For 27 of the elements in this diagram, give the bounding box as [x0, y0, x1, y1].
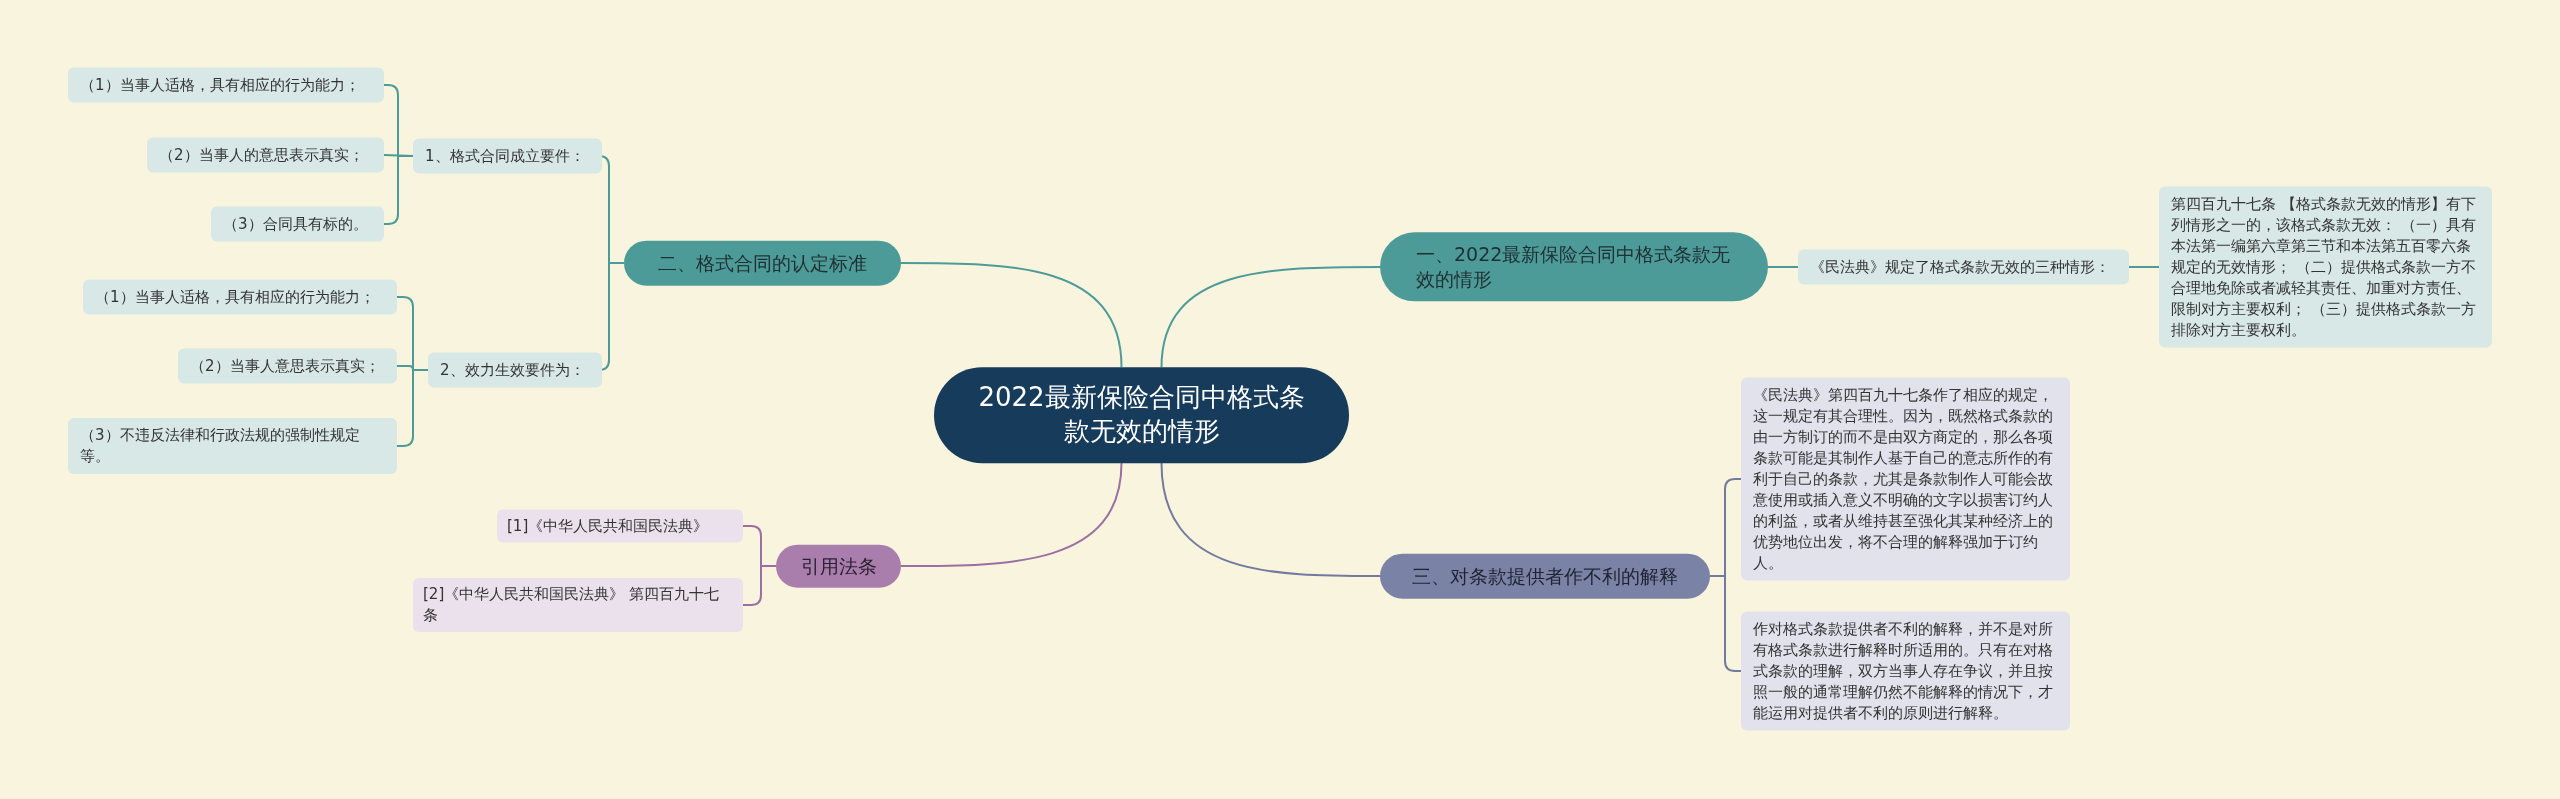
root-topic: 2022最新保险合同中格式条款无效的情形 — [934, 367, 1349, 463]
subtopic-box: （1）当事人适格，具有相应的行为能力； — [68, 67, 384, 103]
subtopic-box: （2）当事人意思表示真实； — [178, 348, 397, 384]
subtopic-box: （2）当事人的意思表示真实； — [147, 137, 384, 173]
connector-line — [1160, 461, 1381, 577]
branch-topic: 一、2022最新保险合同中格式条款无效的情形 — [1380, 232, 1768, 302]
subtopic-box: 第四百九十七条 【格式条款无效的情形】有下列情形之一的，该格式条款无效： （一）具有本法第一编第六章第三节和本法第五百零六条规定的无效情形； （二）提供格式条款一方不合理地免除或者减轻其责任、加重对方责任、限制对方主要权利； （三）提供格式条款一方排除对方主要权利。 — [2159, 186, 2492, 348]
subtopic-box: 1、格式合同成立要件： — [413, 138, 602, 174]
connector-line — [383, 155, 414, 225]
connector-line — [900, 461, 1123, 567]
branch-topic: 引用法条 — [776, 544, 901, 588]
subtopic-box: [2]《中华人民共和国民法典》 第四百九十七条 — [413, 578, 743, 632]
subtopic-box: [1]《中华人民共和国民法典》 — [497, 509, 743, 543]
subtopic-box: （1）当事人适格，具有相应的行为能力； — [83, 279, 397, 315]
subtopic-box: 作对格式条款提供者不利的解释，并不是对所有格式条款进行解释时所适用的。只有在对格式条款的理解，双方当事人存在争议，并且按照一般的通常理解仍然不能解释的情况下，才能运用对提供者不利的原则进行解释。 — [1741, 611, 2070, 731]
subtopic-box: 《民法典》第四百九十七条作了相应的规定，这一规定有其合理性。因为，既然格式条款的由一方制订的而不是由双方商定的，那么各项条款可能是其制作人基于自己的意志所作的有利于自己的条款，尤其是条款制作人可能会故意使用或插入意义不明确的文字以损害订约人的利益，或者从维持甚至强化其某种经济上的优势地位出发，将不合理的解释强加于订约人。 — [1741, 377, 2070, 581]
connector-line — [742, 565, 777, 606]
branch-topic: 二、格式合同的认定标准 — [624, 240, 901, 286]
subtopic-box: 2、效力生效要件为： — [428, 352, 602, 388]
connector-line — [1767, 266, 1799, 268]
subtopic-box: 《民法典》规定了格式条款无效的三种情形： — [1798, 249, 2129, 285]
subtopic-box: （3）不违反法律和行政法规的强制性规定等。 — [68, 418, 397, 474]
connector-line — [1160, 266, 1381, 369]
connector-line — [2128, 266, 2160, 268]
connector-line — [900, 262, 1123, 369]
subtopic-box: （3）合同具有标的。 — [211, 206, 384, 242]
branch-topic: 三、对条款提供者作不利的解释 — [1380, 553, 1710, 599]
